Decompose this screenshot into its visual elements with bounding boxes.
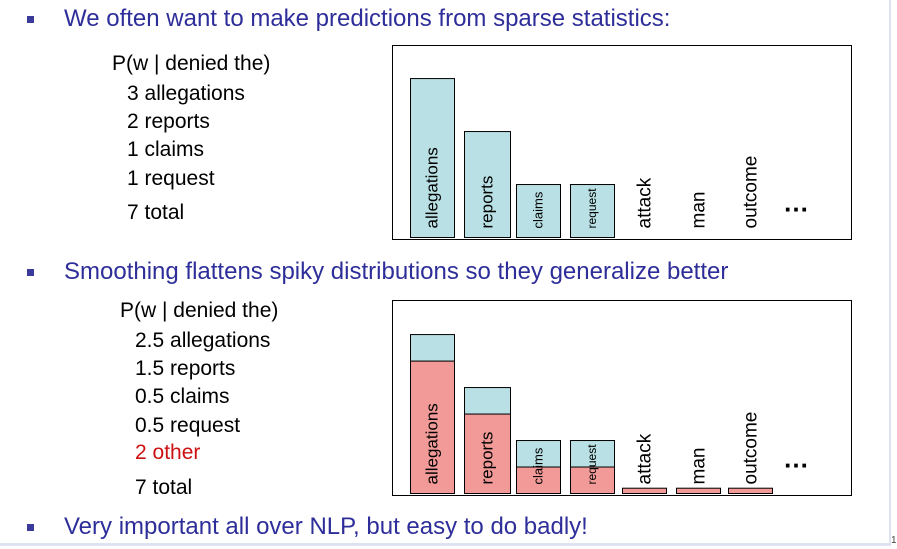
bar-allegations bbox=[410, 78, 455, 238]
tick-label-claims: claims bbox=[530, 191, 545, 228]
bar-claims bbox=[516, 184, 561, 238]
tick-label-allegations: allegations bbox=[423, 403, 442, 484]
raw-counts-chart-svg: allegations reports claims request attack man… bbox=[410, 78, 811, 238]
tick-label-allegations: allegations bbox=[423, 147, 442, 228]
tick-label-reports: reports bbox=[478, 176, 497, 229]
list-header: P(w | denied the) bbox=[120, 299, 279, 322]
bar-smoothing-mass-claims bbox=[516, 440, 561, 468]
list-header: P(w | denied the) bbox=[112, 52, 271, 75]
tick-label-attack: attack bbox=[634, 433, 655, 484]
list-item: 0.5 request bbox=[135, 414, 241, 437]
page-number: 1 bbox=[891, 535, 897, 546]
tick-label-man: man bbox=[688, 448, 709, 485]
tick-label-request: request bbox=[585, 188, 599, 229]
bar-request bbox=[570, 466, 615, 494]
list-item: 3 allegations bbox=[127, 82, 245, 105]
bar-reports bbox=[464, 131, 511, 238]
smoothed-counts-chart: allegations reports claims request attack man… bbox=[392, 300, 852, 496]
bullet-text: Smoothing flattens spiky distributions s… bbox=[64, 258, 729, 285]
bullet-marker bbox=[27, 524, 34, 531]
bar-allegations bbox=[410, 360, 455, 494]
list-item: 2.5 allegations bbox=[135, 329, 271, 352]
ellipsis-label: … bbox=[783, 188, 811, 218]
bar-request bbox=[570, 184, 615, 238]
tick-label-outcome: outcome bbox=[740, 412, 761, 485]
tick-label-man: man bbox=[688, 192, 709, 229]
raw-counts-chart: allegations reports claims request attack man… bbox=[392, 45, 852, 240]
list-item: 2 reports bbox=[127, 110, 210, 133]
bar-smoothing-mass-reports bbox=[464, 387, 511, 415]
bullet-text: We often want to make predictions from s… bbox=[64, 5, 671, 32]
bar-attack bbox=[622, 487, 667, 494]
tick-label-claims: claims bbox=[530, 447, 545, 484]
bar-claims bbox=[516, 466, 561, 494]
bar-smoothing-mass-allegations bbox=[410, 334, 455, 362]
bullet-marker bbox=[27, 16, 34, 23]
tick-label-outcome: outcome bbox=[740, 156, 761, 229]
tick-label-attack: attack bbox=[634, 177, 655, 228]
bar-reports bbox=[464, 413, 511, 494]
tick-label-reports: reports bbox=[478, 432, 497, 485]
list-total: 7 total bbox=[135, 476, 193, 499]
list-item: 0.5 claims bbox=[135, 385, 230, 408]
list-item: 1.5 reports bbox=[135, 357, 236, 380]
bullet-marker bbox=[27, 269, 34, 276]
smoothed-counts-chart-svg: allegations reports claims request attack man… bbox=[410, 334, 811, 494]
bar-smoothing-mass-request bbox=[570, 440, 615, 468]
list-item: 1 request bbox=[127, 167, 215, 190]
ellipsis-label: … bbox=[783, 444, 811, 474]
list-total: 7 total bbox=[127, 201, 185, 224]
tick-label-request: request bbox=[585, 444, 599, 485]
list-item-other: 2 other bbox=[135, 441, 201, 464]
bar-man bbox=[676, 487, 721, 494]
list-item: 1 claims bbox=[127, 138, 205, 161]
bullet-text: Very important all over NLP, but easy to… bbox=[64, 513, 588, 540]
bar-outcome bbox=[728, 487, 773, 494]
